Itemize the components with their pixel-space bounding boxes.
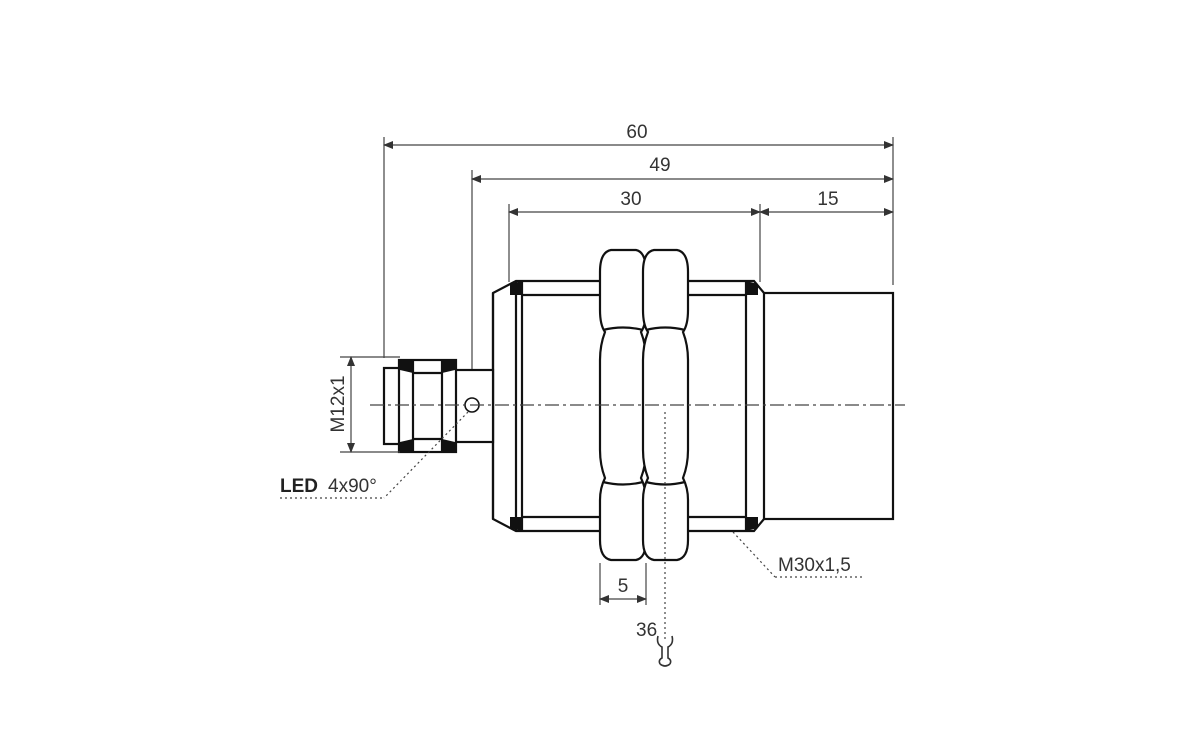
dim-label-30: 30 [620, 189, 641, 210]
dim-label-60: 60 [626, 122, 647, 143]
dimension-line-m12 [340, 356, 400, 453]
led-callout: LED 4x90° [280, 476, 377, 497]
dim-label-5: 5 [618, 576, 629, 597]
led-label: LED [280, 476, 318, 497]
dim-label-15: 15 [817, 189, 838, 210]
dim-label-36: 36 [636, 620, 657, 641]
connector-neck [450, 368, 495, 444]
wrench-icon [656, 635, 674, 667]
dim-label-49: 49 [649, 155, 670, 176]
sensing-face-body [758, 291, 895, 521]
led-leader [280, 411, 469, 499]
dimension-line-5 [599, 563, 647, 605]
m30-leader [732, 531, 862, 578]
dim-label-m12: M12x1 [328, 375, 349, 432]
dim-label-m30: M30x1,5 [778, 555, 851, 576]
m12-connector [382, 358, 458, 454]
led-spec: 4x90° [328, 476, 377, 497]
